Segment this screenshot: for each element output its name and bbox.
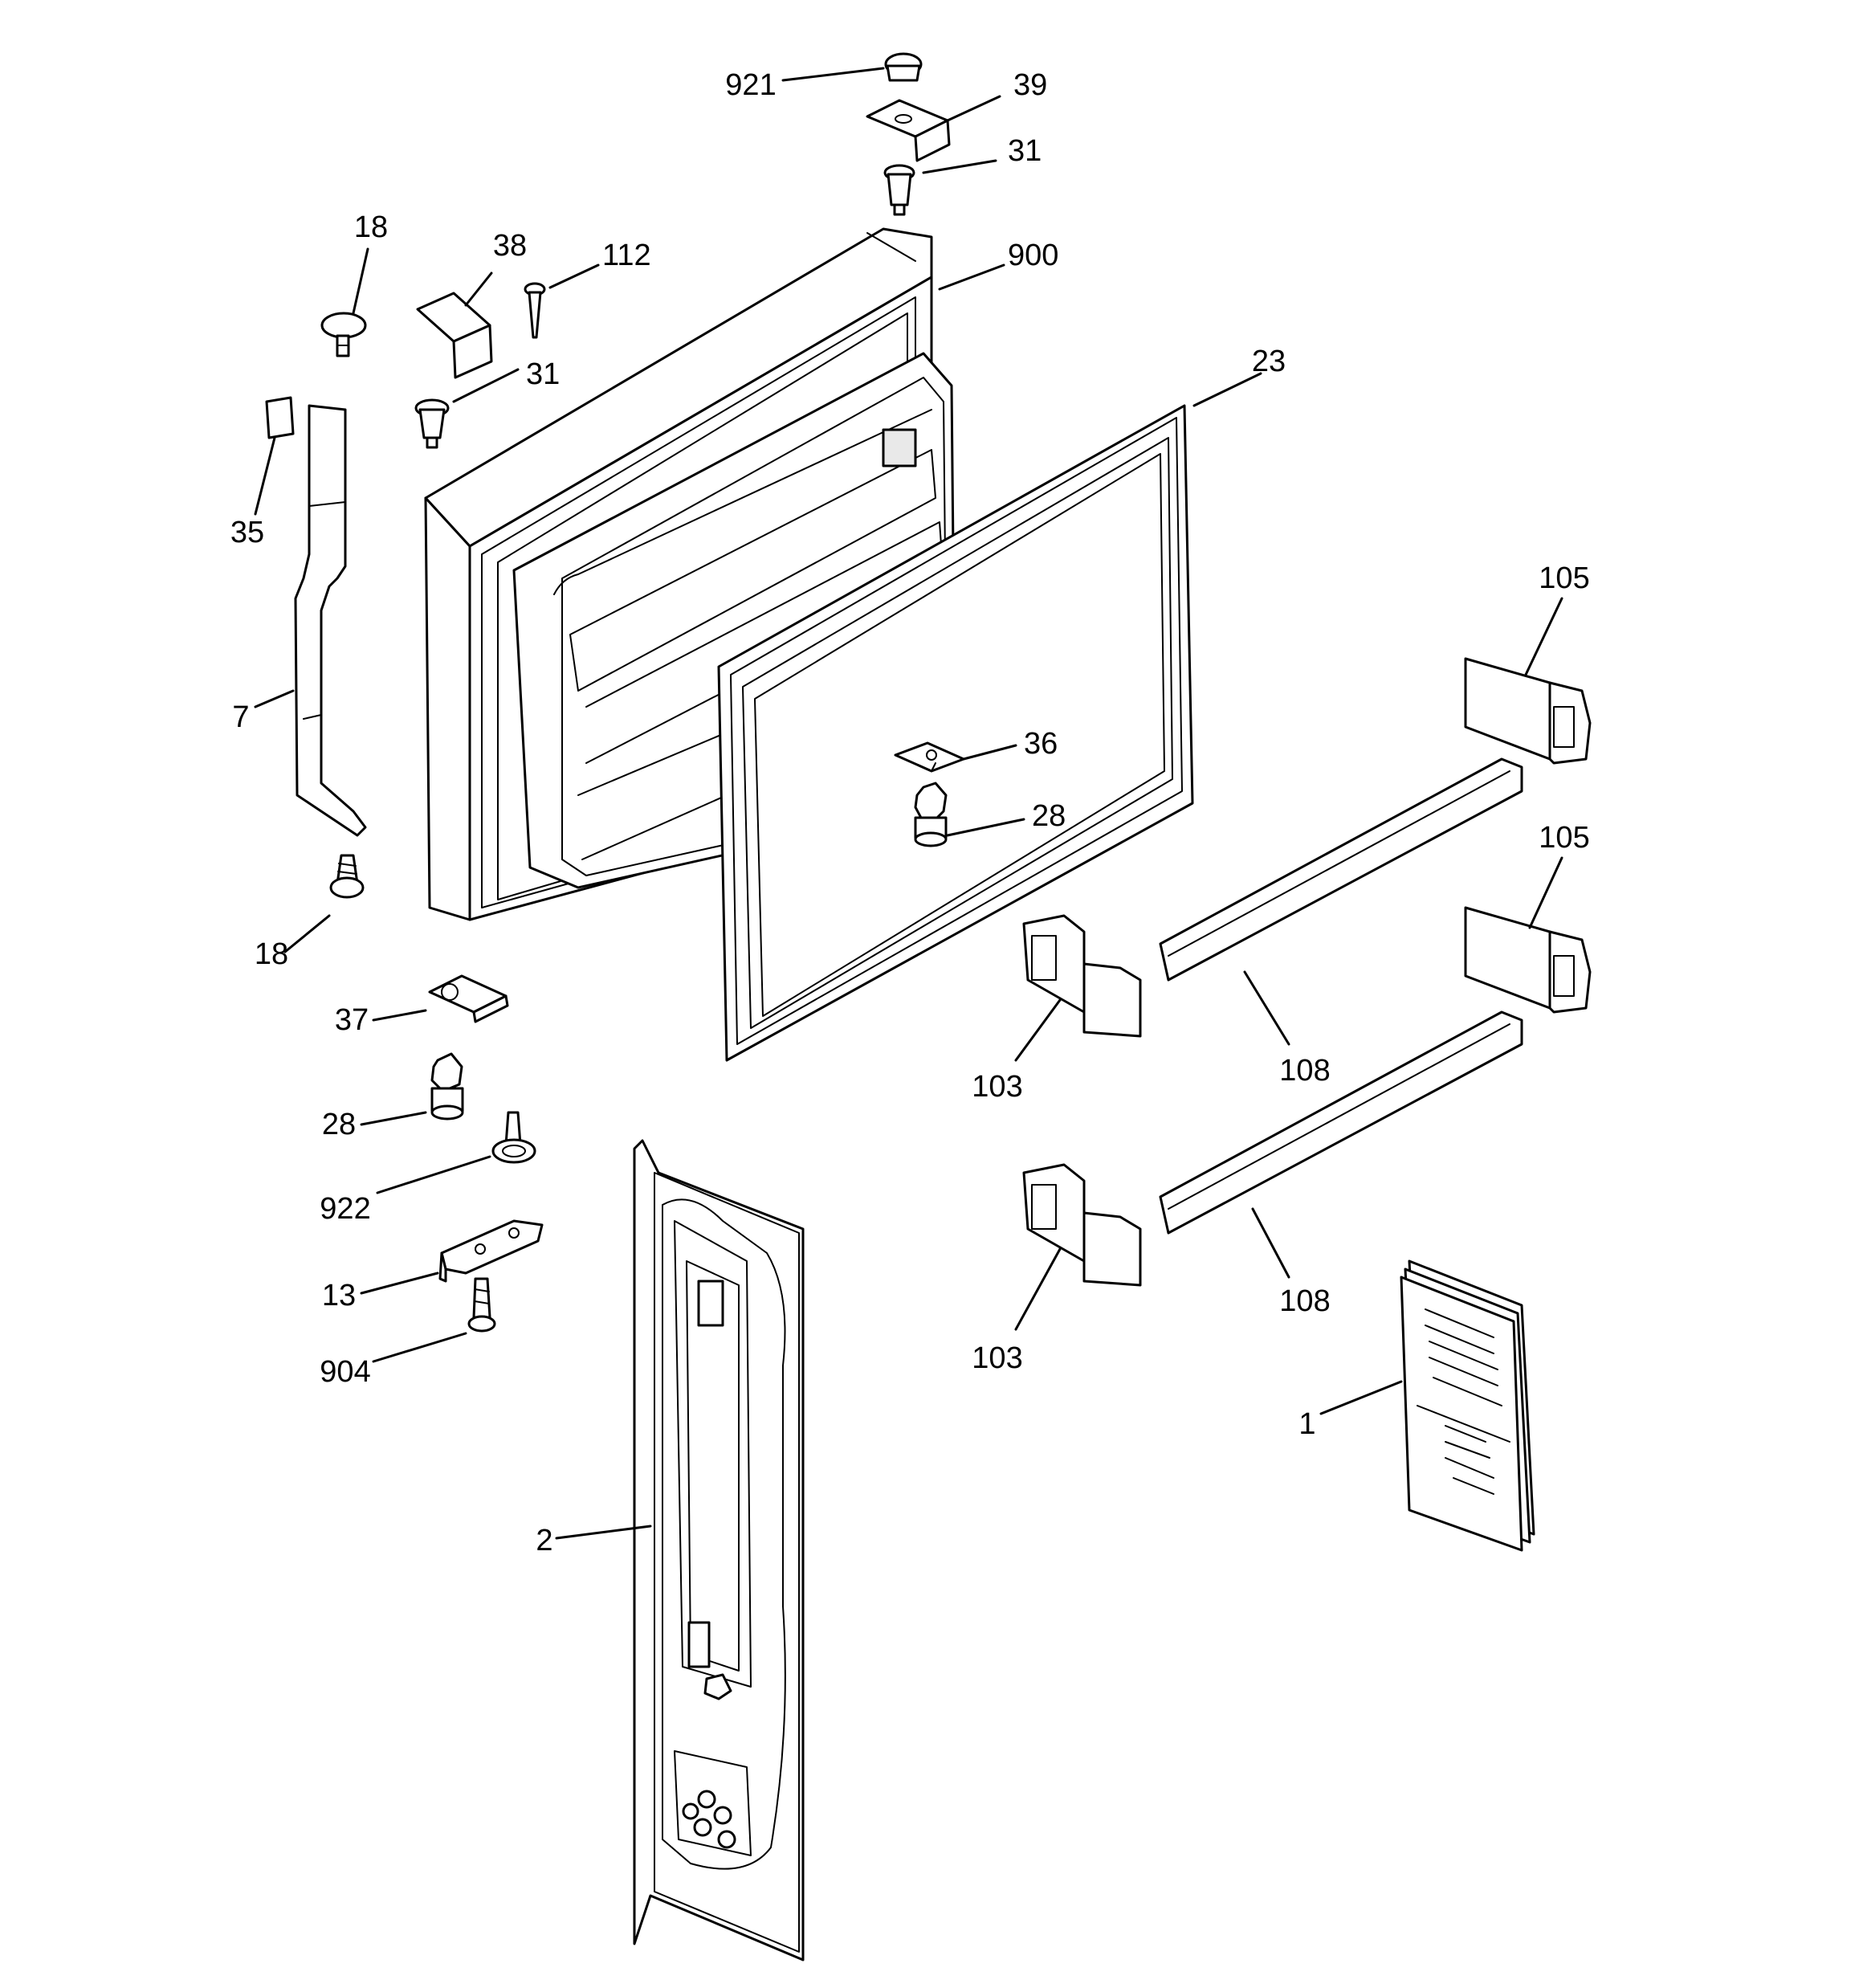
callout-28: 28: [1032, 799, 1066, 833]
hinge-part-39: [866, 99, 951, 162]
callout-39: 39: [1013, 68, 1047, 102]
screw-part-904: [467, 1277, 496, 1333]
callout-28: 28: [322, 1108, 356, 1141]
manual-booklet-part-1: [1400, 1259, 1535, 1552]
hinge-part-38: [416, 292, 493, 379]
callout-35: 35: [230, 516, 264, 549]
screw-part-112: [524, 282, 546, 339]
label-part-35: [265, 396, 295, 439]
callout-1: 1: [1298, 1407, 1315, 1441]
door-gasket-part-23: [717, 404, 1194, 1062]
trim-strip-part-108-top: [1159, 757, 1523, 982]
clip-part-37: [428, 974, 509, 1023]
end-cap-part-105-bottom: [1464, 906, 1592, 1014]
bushing-part-31-top: [883, 164, 915, 216]
callout-2: 2: [536, 1524, 552, 1557]
callout-103: 103: [972, 1070, 1022, 1104]
end-cap-part-103-bottom: [1022, 1163, 1142, 1287]
end-cap-part-105-top: [1464, 657, 1592, 765]
callout-13: 13: [322, 1279, 356, 1312]
trim-strip-part-108-bottom: [1159, 1010, 1523, 1235]
callout-103: 103: [972, 1341, 1022, 1375]
callout-23: 23: [1252, 345, 1286, 378]
door-panel-part-2: [633, 1139, 805, 1961]
callout-921: 921: [725, 68, 776, 102]
bracket-part-13: [438, 1219, 544, 1283]
callout-38: 38: [493, 229, 527, 263]
callout-112: 112: [602, 239, 651, 272]
end-cap-part-103-top: [1022, 914, 1142, 1038]
screw-part-922: [491, 1111, 536, 1164]
stud-part-28-left: [430, 1052, 464, 1121]
door-handle-part-7: [294, 404, 367, 837]
stud-part-28-right: [914, 782, 948, 847]
callout-105: 105: [1539, 561, 1589, 595]
callout-108: 108: [1279, 1284, 1330, 1318]
callout-904: 904: [320, 1355, 370, 1389]
callout-36: 36: [1024, 727, 1058, 761]
callout-105: 105: [1539, 821, 1589, 855]
callout-108: 108: [1279, 1054, 1330, 1088]
screw-part-18-top: [320, 312, 367, 357]
callout-922: 922: [320, 1192, 370, 1226]
callout-18: 18: [255, 937, 288, 971]
callout-7: 7: [232, 700, 249, 734]
screw-part-18-bottom: [329, 854, 365, 899]
callout-31: 31: [526, 357, 560, 391]
cap-part-921: [884, 52, 923, 82]
leader-lines: [254, 67, 1563, 1540]
callout-900: 900: [1008, 239, 1058, 272]
callout-18: 18: [354, 210, 388, 244]
callout-labels: 921 39 31 900 18 38 112 31 23 35 105 7 3…: [230, 68, 1590, 1557]
bushing-part-31-left: [414, 398, 450, 449]
callout-37: 37: [335, 1003, 369, 1037]
callout-31: 31: [1008, 134, 1042, 168]
